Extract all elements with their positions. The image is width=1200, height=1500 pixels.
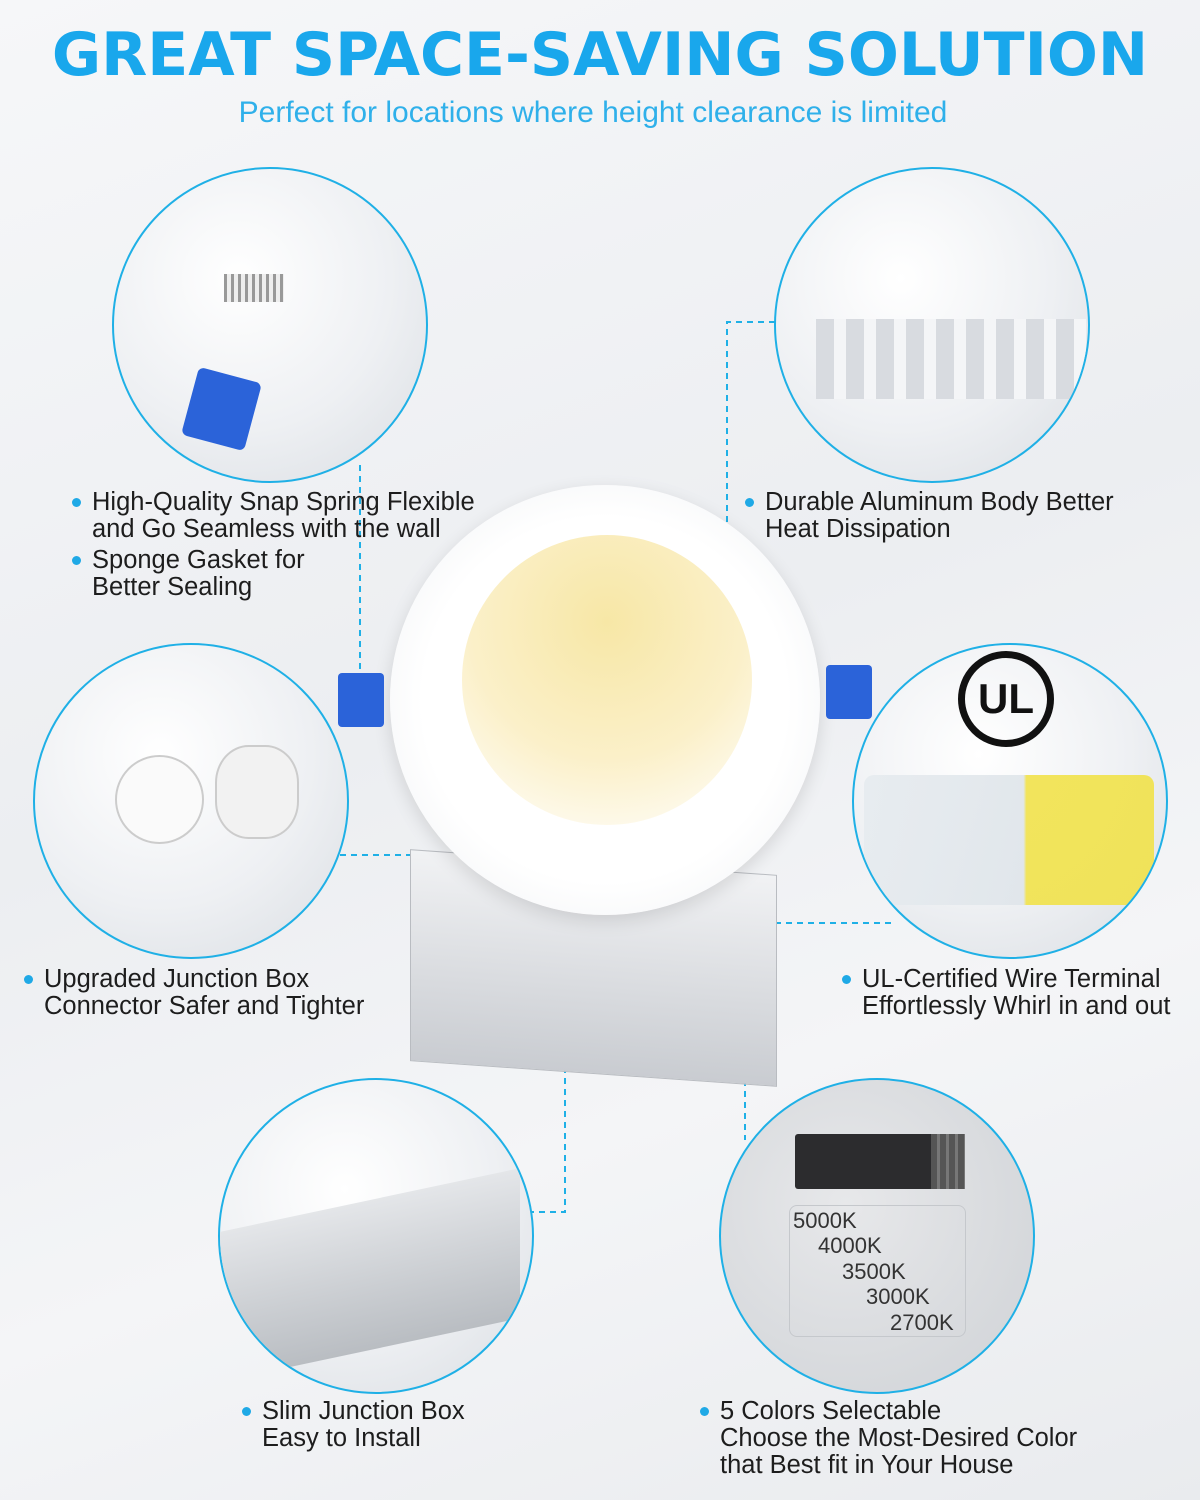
feature-line: Durable Aluminum Body Better [765, 488, 1114, 516]
color-switch-detail-image: 5000K 4000K 3500K 3000K 2700K [719, 1078, 1035, 1394]
page-subtitle: Perfect for locations where height clear… [238, 96, 948, 129]
ul-logo-text: UL [978, 675, 1034, 722]
feature-line: 5 Colors Selectable [720, 1397, 942, 1425]
spring-clip-right [826, 665, 872, 719]
cct-option: 3000K [866, 1284, 930, 1309]
connector-detail-image [33, 643, 349, 959]
feature-line: Slim Junction Box [262, 1397, 465, 1425]
page-title: GREAT SPACE-SAVING SOLUTION [51, 20, 1149, 90]
feature-line: that Best fit in Your House [720, 1451, 1014, 1479]
cct-option: 5000K [793, 1208, 857, 1233]
ul-logo: UL [958, 651, 1054, 747]
spring-clip-left [338, 673, 384, 727]
male-connector [215, 745, 299, 839]
cct-option: 3500K [842, 1259, 906, 1284]
feature-line: Connector Safer and Tighter [44, 992, 365, 1020]
aluminum-body-detail-image [774, 167, 1090, 483]
dashed-line-slim-box [530, 1045, 566, 1213]
female-connector [115, 755, 204, 844]
feature-line: Heat Dissipation [765, 515, 951, 543]
feature-line: Sponge Gasket for [92, 546, 305, 574]
cct-label-panel [789, 1205, 966, 1337]
cct-option: 2700K [890, 1310, 954, 1335]
dashed-line-aluminum [726, 321, 775, 530]
feature-line: UL-Certified Wire Terminal [862, 965, 1161, 993]
wire-terminal [864, 775, 1154, 905]
blue-clip [181, 366, 262, 452]
spring-coil [224, 274, 284, 302]
aluminum-fins [816, 319, 1086, 399]
wire-terminal-detail-image: UL [852, 643, 1168, 959]
slim-box-detail-image [218, 1078, 534, 1394]
feature-line: Easy to Install [262, 1424, 421, 1452]
feature-line: Upgraded Junction Box [44, 965, 310, 993]
open-junction-box [220, 1168, 520, 1382]
cct-switch-slot[interactable] [795, 1134, 965, 1189]
feature-line: Better Sealing [92, 573, 253, 601]
cct-switch-knob[interactable] [931, 1134, 965, 1189]
feature-line: Choose the Most-Desired Color [720, 1424, 1078, 1452]
downlight-lens [462, 535, 752, 825]
feature-line: High-Quality Snap Spring Flexible [92, 488, 475, 516]
feature-line: Effortlessly Whirl in and out [862, 992, 1171, 1020]
feature-line: and Go Seamless with the wall [92, 515, 441, 543]
cct-option: 4000K [818, 1233, 882, 1258]
snap-spring-detail-image [112, 167, 428, 483]
